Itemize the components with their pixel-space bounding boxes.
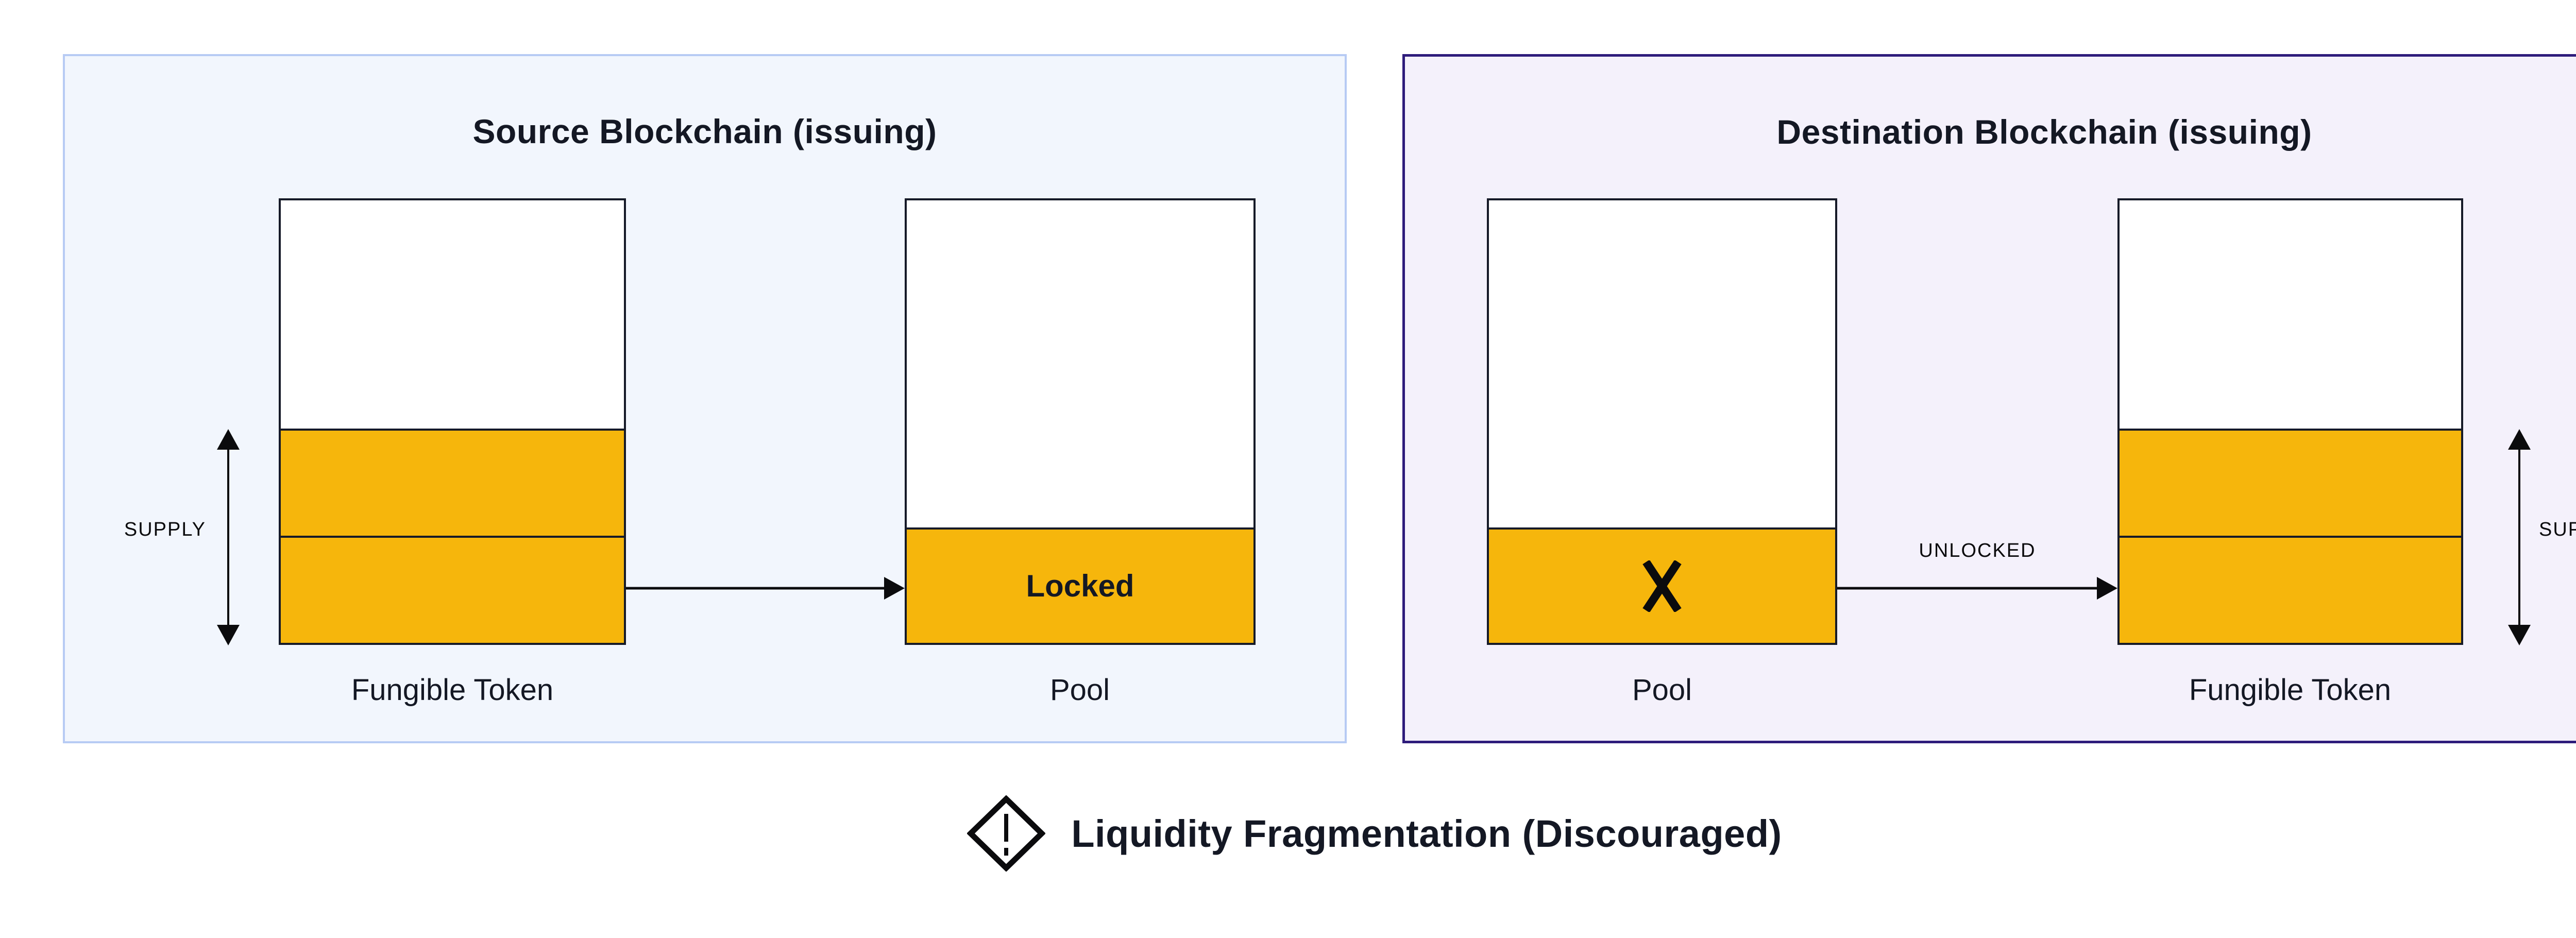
source-fungible-token-bar	[279, 198, 626, 645]
source-pool-bar-label: Pool	[1049, 673, 1110, 707]
warning-diamond-exclamation-icon	[967, 795, 1046, 872]
unlock-flow-arrow-icon	[1837, 577, 2117, 600]
destination-token-supply-upper-section	[2120, 429, 2461, 536]
caption: Liquidity Fragmentation (Discouraged)	[0, 792, 2576, 875]
arrow-shaft	[1837, 587, 2100, 590]
destination-panel-title: Destination Blockchain (issuing)	[1776, 113, 2312, 151]
source-pool-locked-section: Locked	[907, 527, 1253, 643]
destination-token-unminted-section	[2120, 200, 2461, 429]
destination-fungible-token-bar	[2117, 198, 2463, 645]
source-token-bar-label: Fungible Token	[351, 673, 554, 707]
source-token-unminted-section	[281, 200, 624, 429]
destination-supply-label: SUPPLY	[2539, 519, 2576, 540]
locked-label: Locked	[1026, 569, 1134, 604]
destination-pool-bar	[1487, 198, 1837, 645]
x-mark-icon	[1642, 560, 1682, 612]
source-panel-title: Source Blockchain (issuing)	[472, 112, 937, 150]
destination-pool-unlocked-section	[1489, 527, 1835, 643]
source-pool-empty-section	[907, 200, 1253, 527]
arrow-shaft	[626, 587, 887, 590]
lock-flow-arrow-icon	[626, 577, 905, 600]
destination-pool-bar-label: Pool	[1632, 673, 1692, 707]
arrow-right-head-icon	[884, 577, 905, 600]
source-token-supply-lower-section	[281, 536, 624, 643]
source-token-supply-upper-section	[281, 429, 624, 536]
source-supply-range-arrow-icon	[217, 429, 240, 645]
arrow-right-head-icon	[2097, 577, 2117, 600]
arrow-shaft	[2518, 446, 2520, 629]
destination-token-bar-label: Fungible Token	[2189, 673, 2392, 707]
destination-token-supply-lower-section	[2120, 536, 2461, 643]
source-supply-label: SUPPLY	[124, 519, 206, 540]
caption-text: Liquidity Fragmentation (Discouraged)	[1071, 812, 1782, 855]
destination-pool-empty-section	[1489, 200, 1835, 527]
destination-supply-range-arrow-icon	[2508, 429, 2531, 645]
arrow-shaft	[227, 446, 229, 629]
unlocked-arrow-label: UNLOCKED	[1919, 540, 2036, 561]
arrow-down-head-icon	[217, 625, 240, 645]
source-pool-bar: Locked	[905, 198, 1256, 645]
arrow-down-head-icon	[2508, 625, 2531, 645]
